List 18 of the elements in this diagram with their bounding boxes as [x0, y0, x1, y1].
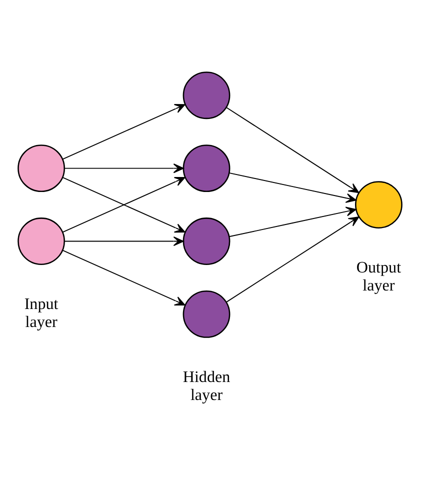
arrow — [62, 250, 186, 306]
arrow — [228, 172, 356, 203]
arrow — [62, 104, 186, 160]
node-circle — [182, 218, 230, 265]
label: Output layer — [356, 259, 402, 295]
node-circle — [182, 144, 230, 192]
node-circle — [182, 290, 230, 338]
label: Hidden layer — [182, 368, 230, 404]
label: Input layer — [24, 296, 58, 332]
arrow — [226, 216, 360, 303]
arrow — [228, 206, 356, 238]
node-circle — [355, 181, 402, 228]
arrow — [64, 236, 184, 246]
node-circle — [18, 144, 66, 192]
node-circle — [18, 218, 66, 265]
arrow — [226, 107, 360, 194]
node-circle — [182, 72, 230, 120]
arrow — [64, 163, 184, 174]
